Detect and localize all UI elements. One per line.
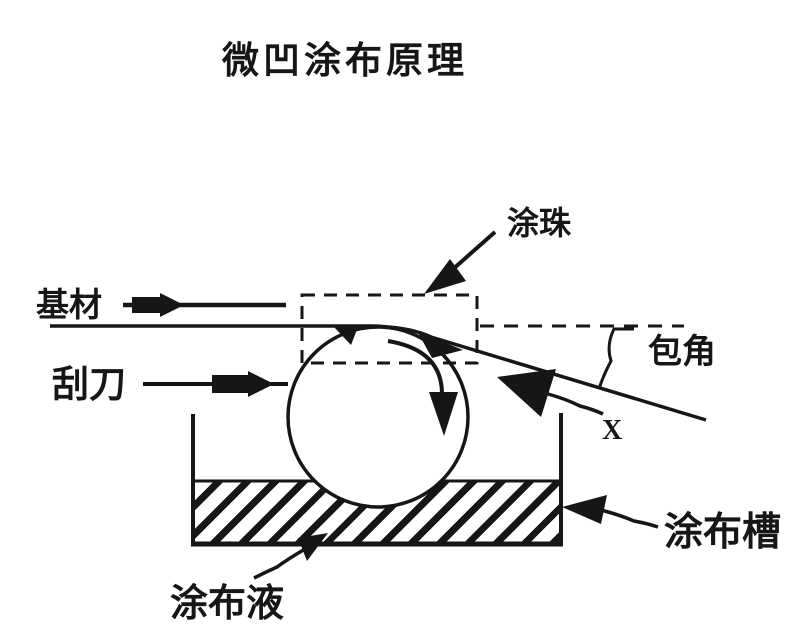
substrate-motion-arrow-icon (123, 293, 286, 317)
diagram-title: 微凹涂布原理 (222, 39, 468, 82)
label-x-mark: X (602, 415, 623, 446)
label-coating-tank: 涂布槽 (664, 510, 782, 555)
label-doctor-blade: 刮刀 (52, 363, 126, 406)
x-direction-arrow-icon (497, 369, 604, 417)
label-coating-bead: 涂珠 (507, 204, 572, 242)
bead-region-dashed-rect (300, 293, 479, 365)
tank-leader-arrow-icon (562, 495, 659, 529)
coating-tank (191, 413, 563, 547)
wrap-angle-leader-line (597, 327, 634, 390)
nip-wedge-left (334, 327, 358, 345)
nip-wedge-right (417, 331, 463, 358)
bead-arrow-icon (424, 230, 497, 294)
roll-rotation-arrow-icon (387, 339, 458, 436)
label-coating-liquid: 涂布液 (170, 581, 285, 625)
label-wrap-angle: 包角 (648, 332, 716, 372)
label-substrate: 基材 (36, 285, 102, 324)
blade-leader-arrow-icon (143, 371, 288, 397)
liquid-leader-arrow-icon (253, 533, 328, 580)
